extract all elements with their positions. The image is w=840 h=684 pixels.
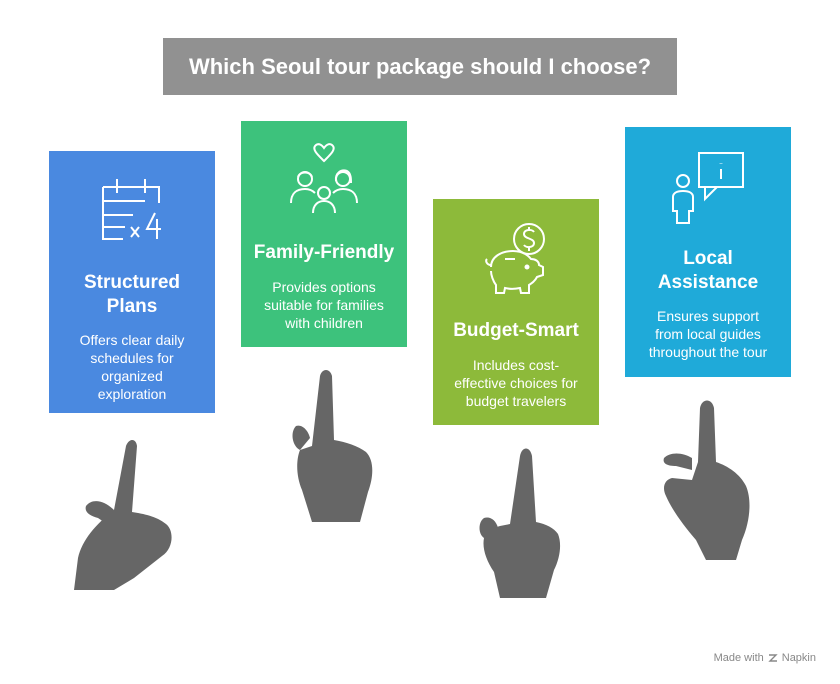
pointing-hand-2	[292, 370, 373, 522]
option-card-structured-plans: Structured Plans Offers clear daily sche…	[49, 151, 215, 413]
option-description: Offers clear daily schedules for organiz…	[79, 332, 185, 402]
napkin-brand: Napkin	[781, 652, 816, 664]
napkin-credit: Made with Napkin	[714, 652, 816, 664]
option-description: Includes cost-effective choices for budg…	[454, 357, 578, 409]
option-title: Budget-Smart	[453, 320, 579, 341]
option-title: Family-Friendly	[253, 242, 395, 263]
pointing-hand-1	[74, 440, 172, 590]
calendar-icon	[102, 179, 161, 240]
option-title: Local Assistance	[657, 248, 759, 293]
option-card-family-friendly: Family-Friendly Provides options suitabl…	[241, 121, 407, 347]
made-with-label: Made with	[713, 652, 764, 664]
pointing-hand-3	[479, 448, 561, 598]
napkin-logo-icon	[768, 654, 778, 662]
guide-info-icon	[672, 152, 744, 224]
page-title: Which Seoul tour package should I choose…	[163, 38, 677, 95]
option-card-budget-smart: Budget-Smart Includes cost-effective cho…	[433, 199, 599, 425]
option-description: Ensures support from local guides throug…	[648, 308, 768, 360]
pointing-hand-4	[663, 400, 750, 560]
option-title: Structured Plans	[83, 272, 181, 317]
option-card-local-assistance: Local Assistance Ensures support from lo…	[625, 127, 791, 377]
option-description: Provides options suitable for families w…	[264, 279, 384, 331]
piggy-bank-icon	[485, 223, 545, 294]
family-icon	[290, 143, 358, 214]
